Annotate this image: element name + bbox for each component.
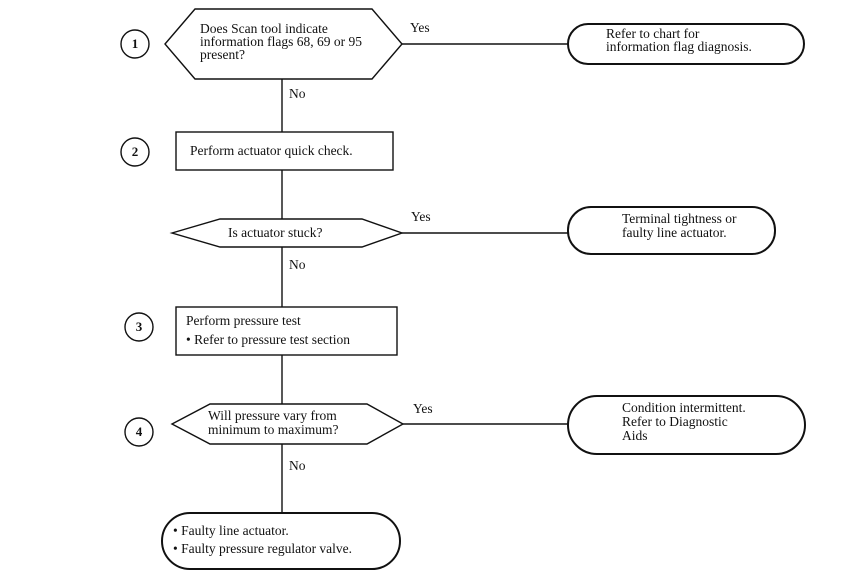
decision-1-line-1: Does Scan tool indicate — [200, 21, 328, 36]
step-4-circle — [124, 417, 154, 447]
final-result-shape — [161, 512, 401, 570]
action-2-text: Perform actuator quick check. — [190, 143, 353, 158]
result-4-line-3: Aids — [622, 428, 648, 443]
step-1-number: 1 — [131, 36, 139, 51]
result-4-line-1: Condition intermittent. — [622, 400, 746, 415]
step-1-circle — [120, 29, 150, 59]
action-2-shape — [175, 131, 394, 171]
yes-label-2: Yes — [411, 209, 431, 224]
step-4-number: 4 — [135, 424, 143, 439]
final-result-line-1: • Faulty line actuator. — [173, 523, 289, 538]
step-3-number: 3 — [135, 319, 143, 334]
step-3-circle — [124, 312, 154, 342]
yes-label-1: Yes — [410, 20, 430, 35]
result-2-line-1: Terminal tightness or — [622, 211, 737, 226]
final-result-line-2: • Faulty pressure regulator valve. — [173, 541, 353, 556]
no-label-2: No — [289, 257, 306, 272]
decision-2-text: Is actuator stuck? — [228, 225, 323, 240]
action-3-line-1: Perform pressure test — [186, 313, 301, 328]
no-label-4: No — [289, 458, 306, 473]
result-4-line-2: Refer to Diagnostic — [622, 414, 728, 429]
result-1-line-2: information flag diagnosis. — [606, 39, 752, 54]
result-1-shape — [567, 23, 805, 65]
result-2-line-2: faulty line actuator. — [622, 225, 727, 240]
yes-label-4: Yes — [413, 401, 433, 416]
decision-4-line-1: Will pressure vary from — [208, 408, 337, 423]
result-1-line-1: Refer to chart for — [606, 26, 700, 41]
step-2-number: 2 — [131, 144, 139, 159]
decision-1-line-2: information flags 68, 69 or 95 — [200, 34, 362, 49]
result-2-shape — [567, 206, 776, 255]
step-2-circle — [120, 137, 150, 167]
result-4-shape — [567, 395, 806, 455]
decision-4-line-2: minimum to maximum? — [208, 422, 339, 437]
no-label-1: No — [289, 86, 306, 101]
action-3-line-2: • Refer to pressure test section — [186, 332, 351, 347]
action-3-shape — [175, 306, 398, 356]
decision-1-line-3: present? — [200, 47, 245, 62]
